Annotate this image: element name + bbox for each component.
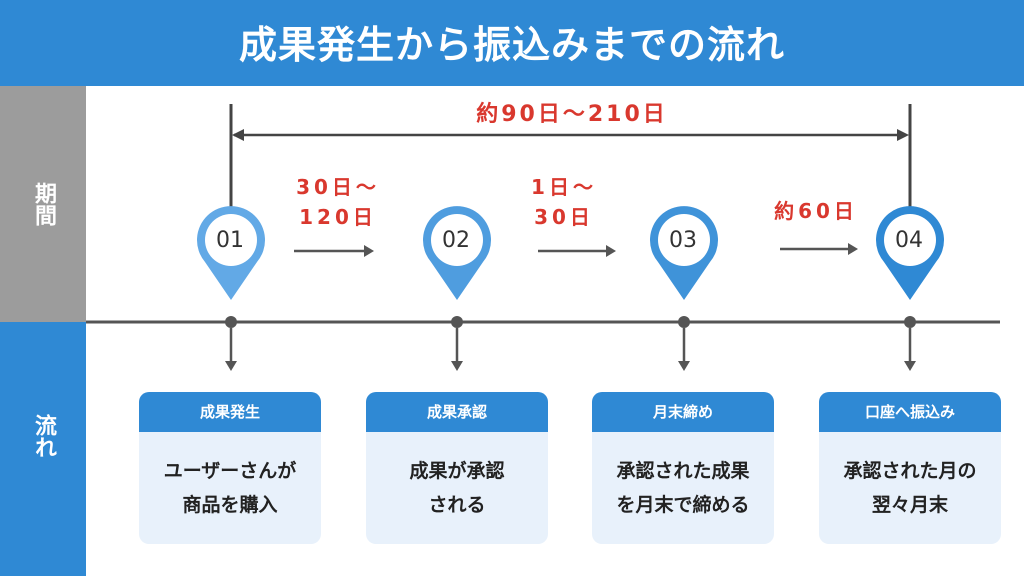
step-card-3-desc-line1: 承認された成果 — [616, 460, 750, 482]
pin-04-marker — [875, 206, 944, 300]
step-card-2-desc-line2: される — [428, 494, 486, 516]
interval-1-line1: 30日〜 — [296, 175, 380, 199]
timeline-dot-4 — [904, 316, 916, 328]
step-card-3: 月末締め 承認された成果 を月末で締める — [592, 392, 774, 544]
down-arrow-1 — [225, 328, 237, 371]
step-card-1-description: ユーザーさんが 商品を購入 — [139, 432, 321, 522]
interval-2-line1: 1日〜 — [531, 175, 597, 199]
pin-02-marker — [423, 206, 491, 300]
step-card-4-desc-line1: 承認された月の — [843, 460, 977, 482]
flow-label-text: 流れ — [31, 414, 56, 458]
step-card-2: 成果承認 成果が承認 される — [366, 392, 548, 544]
step-card-1-desc-line1: ユーザーさんが — [163, 460, 297, 482]
interval-label-3: 約60日 — [760, 196, 872, 226]
pin-number-02: 02 — [442, 228, 470, 253]
bracket-left-arrowhead — [232, 129, 244, 141]
interval-label-2: 1日〜 30日 — [518, 172, 610, 232]
pin-number-01: 01 — [216, 228, 244, 253]
step-card-1-title: 成果発生 — [139, 392, 321, 432]
step-card-4-desc-line2: 翌々月末 — [871, 494, 948, 516]
step-card-2-title: 成果承認 — [366, 392, 548, 432]
pin-03-marker — [650, 206, 718, 300]
interval-3-line1: 約60日 — [774, 199, 858, 223]
step-card-3-title: 月末締め — [592, 392, 774, 432]
interval-1-line2: 120日 — [299, 205, 377, 229]
step-card-3-desc-line2: を月末で締める — [616, 494, 750, 516]
pin-number-03: 03 — [669, 228, 697, 253]
period-side-panel: 期間 — [0, 86, 86, 322]
down-arrow-3 — [678, 328, 690, 371]
interval-arrow-2-head — [606, 245, 616, 257]
timeline-dot-2 — [451, 316, 463, 328]
down-arrow-2 — [451, 328, 463, 371]
step-card-3-description: 承認された成果 を月末で締める — [592, 432, 774, 522]
step-card-2-desc-line1: 成果が承認 — [409, 460, 505, 482]
flow-side-panel: 流れ — [0, 322, 86, 576]
pin-01-marker — [197, 206, 265, 300]
down-arrow-4 — [904, 328, 916, 371]
bracket-right-arrowhead — [897, 129, 909, 141]
interval-label-1: 30日〜 120日 — [282, 172, 394, 232]
header-bar: 成果発生から振込みまでの流れ — [0, 0, 1024, 86]
step-card-4-description: 承認された月の 翌々月末 — [819, 432, 1001, 522]
pin-number-04: 04 — [895, 228, 923, 253]
timeline-dot-3 — [678, 316, 690, 328]
timeline-dot-1 — [225, 316, 237, 328]
step-card-4: 口座へ振込み 承認された月の 翌々月末 — [819, 392, 1001, 544]
interval-arrow-1-head — [364, 245, 374, 257]
step-card-2-description: 成果が承認 される — [366, 432, 548, 522]
period-label-text: 期間 — [31, 182, 56, 226]
interval-arrow-3-head — [848, 243, 858, 255]
interval-2-line2: 30日 — [534, 205, 594, 229]
total-period-label: 約90日〜210日 — [476, 102, 668, 127]
page-title: 成果発生から振込みまでの流れ — [238, 23, 785, 67]
period-label: 期間 — [0, 174, 86, 234]
step-card-1-desc-line2: 商品を購入 — [182, 494, 278, 516]
step-card-4-title: 口座へ振込み — [819, 392, 1001, 432]
step-card-1: 成果発生 ユーザーさんが 商品を購入 — [139, 392, 321, 544]
flow-label: 流れ — [0, 406, 86, 466]
